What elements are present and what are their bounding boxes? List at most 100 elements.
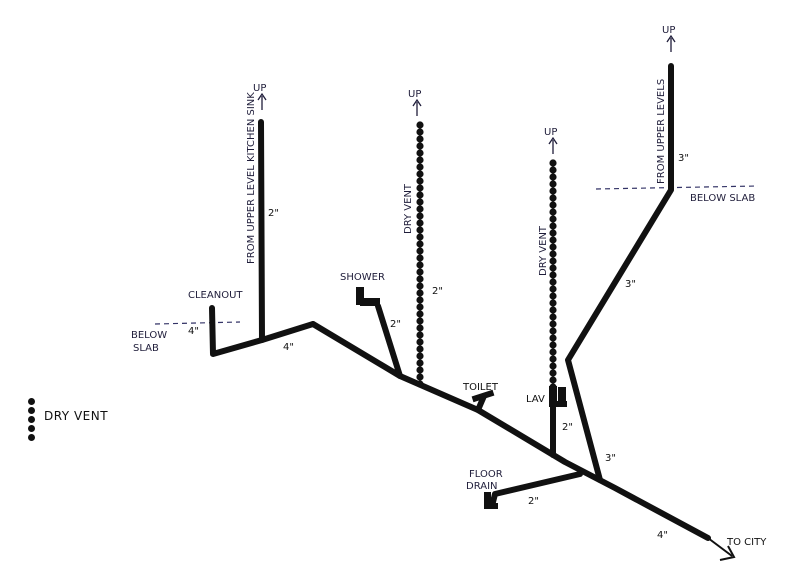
vent-dot — [549, 173, 557, 181]
vent-dot — [549, 327, 557, 335]
vent-dot — [416, 233, 424, 241]
vent-dot — [416, 289, 424, 297]
legend-dots-icon — [28, 398, 38, 446]
vent-dot — [416, 275, 424, 283]
vent-dot — [416, 184, 424, 192]
legend-label: DRY VENT — [44, 409, 109, 423]
floor-drain-branch — [489, 471, 583, 509]
size-shower-2in: 2" — [390, 319, 401, 330]
vent-dot — [416, 254, 424, 262]
vent-dot — [416, 170, 424, 178]
vent-dot — [416, 219, 424, 227]
cleanout-pipe — [209, 305, 316, 357]
vent-dot — [549, 243, 557, 251]
vent-dot — [549, 194, 557, 202]
vent-dot — [416, 282, 424, 290]
vent-dot — [416, 240, 424, 248]
vent-dot — [549, 369, 557, 377]
up-arrowhead-2 — [412, 98, 422, 107]
vent-dot — [416, 121, 424, 129]
toilet-label: TOILET — [462, 382, 499, 393]
vent-dot — [549, 285, 557, 293]
vent-dot — [416, 191, 424, 199]
size-cleanout-4in: 4" — [188, 326, 199, 337]
upper-levels-label: FROM UPPER LEVELS — [656, 79, 667, 184]
vent-dot — [416, 324, 424, 332]
vent-dot — [416, 149, 424, 157]
up-arrowhead-4 — [666, 34, 676, 43]
vent-dot — [416, 303, 424, 311]
vent-dot — [416, 373, 424, 381]
vent-dot — [416, 310, 424, 318]
kitchen-sink-stack — [258, 119, 265, 343]
dry-vent-label-1: DRY VENT — [403, 183, 414, 234]
size-upper-3in-top: 3" — [678, 153, 689, 164]
up-label-3: UP — [544, 127, 557, 138]
up-label-2: UP — [408, 89, 421, 100]
size-branch-4in: 4" — [283, 342, 294, 353]
size-vent-2in: 2" — [432, 286, 443, 297]
shower-label: SHOWER — [340, 272, 385, 283]
lav-label: LAV — [526, 394, 545, 405]
lav-trap-base — [549, 401, 567, 407]
size-kitchen-2in: 2" — [268, 208, 279, 219]
vent-dot — [416, 359, 424, 367]
vent-dot — [416, 380, 424, 388]
vent-dot — [416, 135, 424, 143]
vent-dot — [549, 383, 557, 391]
vent-dot — [416, 296, 424, 304]
vent-dot — [549, 320, 557, 328]
vent-dot — [416, 338, 424, 346]
vent-dot — [416, 345, 424, 353]
dry-vent-lav — [549, 159, 557, 391]
size-upper-3in-mid: 3" — [625, 279, 636, 290]
drain-label: DRAIN — [466, 481, 498, 492]
vent-dot — [549, 201, 557, 209]
dry-vent-shower — [416, 121, 424, 388]
vent-dot — [416, 177, 424, 185]
vent-dot — [549, 334, 557, 342]
vent-dot — [549, 208, 557, 216]
vent-dot — [416, 317, 424, 325]
slab-label: SLAB — [133, 343, 159, 354]
cleanout-label: CLEANOUT — [188, 290, 243, 301]
vent-dot — [549, 306, 557, 314]
up-arrowhead-3 — [548, 136, 558, 145]
to-city-arrowhead — [719, 545, 736, 561]
vent-dot — [549, 180, 557, 188]
vent-dot — [549, 215, 557, 223]
size-floor-drain-2in: 2" — [528, 496, 539, 507]
shower-branch — [375, 303, 403, 379]
vent-dot — [549, 236, 557, 244]
vent-dot — [416, 247, 424, 255]
vent-dot — [416, 366, 424, 374]
vent-dot — [416, 268, 424, 276]
vent-dot — [416, 205, 424, 213]
vent-dot — [549, 257, 557, 265]
below-slab-label: BELOW SLAB — [690, 193, 755, 204]
vent-dot — [549, 222, 557, 230]
vent-dot — [549, 355, 557, 363]
slab-line-right — [595, 185, 759, 190]
floor-label: FLOOR — [469, 469, 503, 480]
fixtures — [356, 287, 567, 509]
vent-dot — [416, 331, 424, 339]
to-city-arrow — [707, 537, 733, 557]
vent-dot — [549, 229, 557, 237]
shower-trap-base — [360, 298, 380, 306]
drain-pipes — [209, 63, 711, 541]
up-label-4: UP — [662, 25, 675, 36]
floor-drain-trap — [484, 492, 491, 508]
vent-dot — [549, 187, 557, 195]
size-main-4in: 4" — [657, 530, 668, 541]
vent-dot — [549, 313, 557, 321]
vent-dot — [416, 163, 424, 171]
vent-dot — [549, 348, 557, 356]
dry-vent-label-2: DRY VENT — [538, 225, 549, 276]
vent-dot — [416, 261, 424, 269]
vent-dot — [549, 362, 557, 370]
slab-line-left — [154, 321, 241, 325]
up-arrowhead-1 — [257, 92, 267, 101]
vent-dot — [416, 198, 424, 206]
